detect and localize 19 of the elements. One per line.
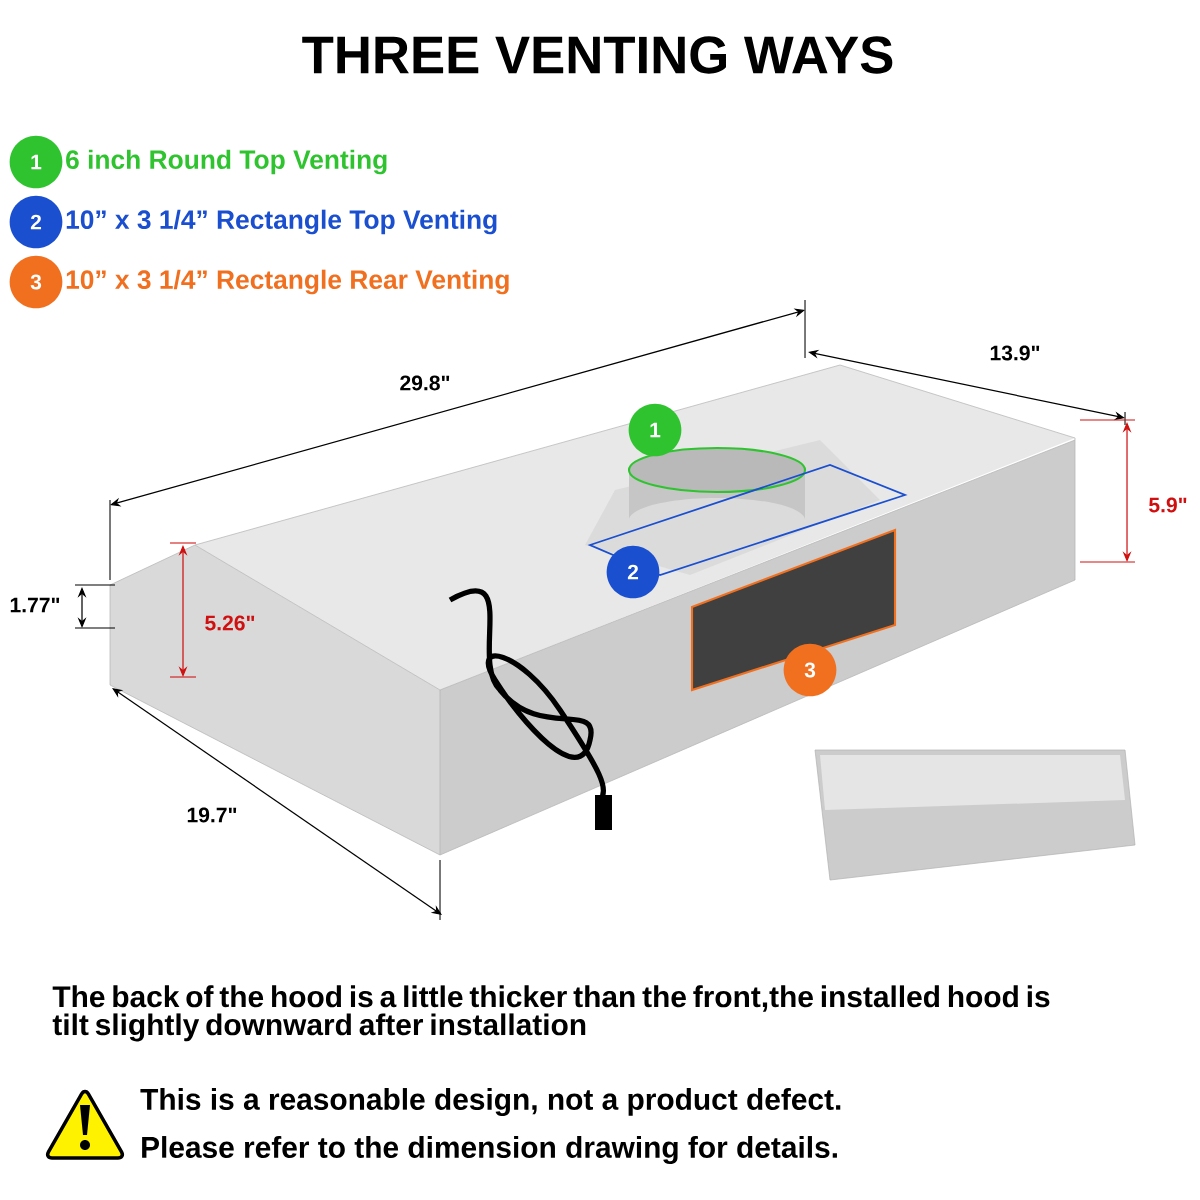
dimension-label: 5.26"	[205, 615, 255, 631]
number-badge: 2	[9, 195, 63, 249]
callout-number: 3	[783, 643, 837, 697]
dimension-label: 13.9"	[990, 345, 1040, 361]
warning-text: This is a reasonable design, not a product defect.	[140, 1088, 841, 1116]
warning-text: Please refer to the dimension drawing for details.	[142, 1136, 837, 1164]
number-badge: 3	[9, 255, 63, 309]
callout-number: 2	[606, 545, 660, 599]
note-text: The back of the hood is a little thicker than the front,the installed hood is tilt slightly downward after installation	[52, 985, 1050, 1042]
venting-option: 10” x 3 1/4” Rectangle Top Venting	[66, 209, 497, 235]
dimension-label: 19.7"	[187, 807, 237, 823]
venting-option: 6 inch Round Top Venting	[66, 149, 387, 175]
number-badge: 1	[9, 135, 63, 189]
title: THREE VENTING WAYS	[302, 36, 893, 74]
dimension-label: 1.77"	[10, 597, 60, 613]
venting-option: 10” x 3 1/4” Rectangle Rear Venting	[66, 269, 509, 295]
dimension-label: 5.9"	[1149, 497, 1187, 513]
callout-number: 1	[628, 403, 682, 457]
dimension-label: 29.8"	[400, 375, 450, 391]
